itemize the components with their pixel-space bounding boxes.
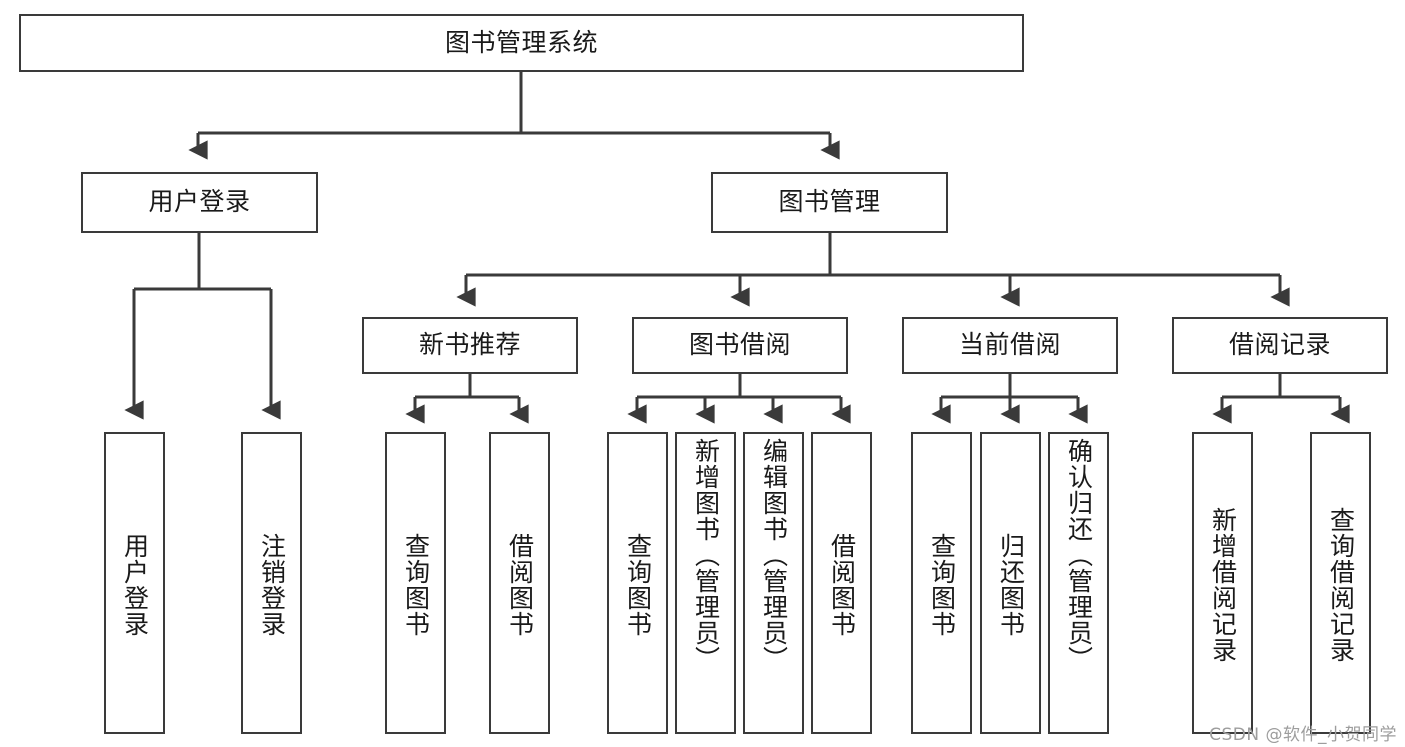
node-leaf-borrow-book-2[interactable]: 借阅图书 — [811, 432, 872, 734]
node-label: 查询图书 — [927, 533, 957, 637]
node-leaf-user-login[interactable]: 用户登录 — [104, 432, 165, 734]
node-book-borrow[interactable]: 图书借阅 — [632, 317, 848, 374]
node-leaf-query-record[interactable]: 查询借阅记录 — [1310, 432, 1371, 734]
node-borrow-record[interactable]: 借阅记录 — [1172, 317, 1388, 374]
node-label: 图书管理系统 — [444, 27, 598, 57]
node-leaf-borrow-book-1[interactable]: 借阅图书 — [489, 432, 550, 734]
node-book-management[interactable]: 图书管理 — [711, 172, 948, 233]
node-leaf-add-book[interactable]: 新增图书（管理员） — [675, 432, 736, 734]
node-label: 归还图书 — [996, 533, 1026, 637]
node-label: 用户登录 — [148, 187, 251, 217]
node-label: 注销登录 — [257, 533, 287, 637]
node-label: 查询图书 — [623, 533, 653, 637]
node-leaf-confirm-return[interactable]: 确认归还（管理员） — [1048, 432, 1109, 734]
node-label: 确认归还（管理员） — [1064, 438, 1094, 672]
node-new-book-recommend[interactable]: 新书推荐 — [362, 317, 578, 374]
node-leaf-add-record[interactable]: 新增借阅记录 — [1192, 432, 1253, 734]
node-label: 编辑图书（管理员） — [759, 438, 789, 672]
node-label: 新增图书（管理员） — [691, 438, 721, 672]
node-label: 新书推荐 — [418, 330, 521, 360]
node-label: 新增借阅记录 — [1208, 507, 1238, 663]
node-leaf-query-book-2[interactable]: 查询图书 — [607, 432, 668, 734]
node-label: 查询图书 — [401, 533, 431, 637]
node-label: 借阅记录 — [1228, 330, 1331, 360]
node-label: 借阅图书 — [505, 533, 535, 637]
node-label: 图书借阅 — [688, 330, 791, 360]
node-leaf-return-book[interactable]: 归还图书 — [980, 432, 1041, 734]
node-leaf-edit-book[interactable]: 编辑图书（管理员） — [743, 432, 804, 734]
node-label: 查询借阅记录 — [1326, 507, 1356, 663]
csdn-watermark: CSDN @软件_小贺同学 — [1209, 725, 1397, 745]
node-label: 当前借阅 — [958, 330, 1061, 360]
node-user-login[interactable]: 用户登录 — [81, 172, 318, 233]
node-leaf-query-book-3[interactable]: 查询图书 — [911, 432, 972, 734]
node-label: 图书管理 — [778, 187, 881, 217]
node-root-book-management-system[interactable]: 图书管理系统 — [19, 14, 1024, 72]
node-label: 借阅图书 — [827, 533, 857, 637]
node-current-borrow[interactable]: 当前借阅 — [902, 317, 1118, 374]
node-leaf-logout-login[interactable]: 注销登录 — [241, 432, 302, 734]
node-leaf-query-book-1[interactable]: 查询图书 — [385, 432, 446, 734]
node-label: 用户登录 — [120, 533, 150, 637]
